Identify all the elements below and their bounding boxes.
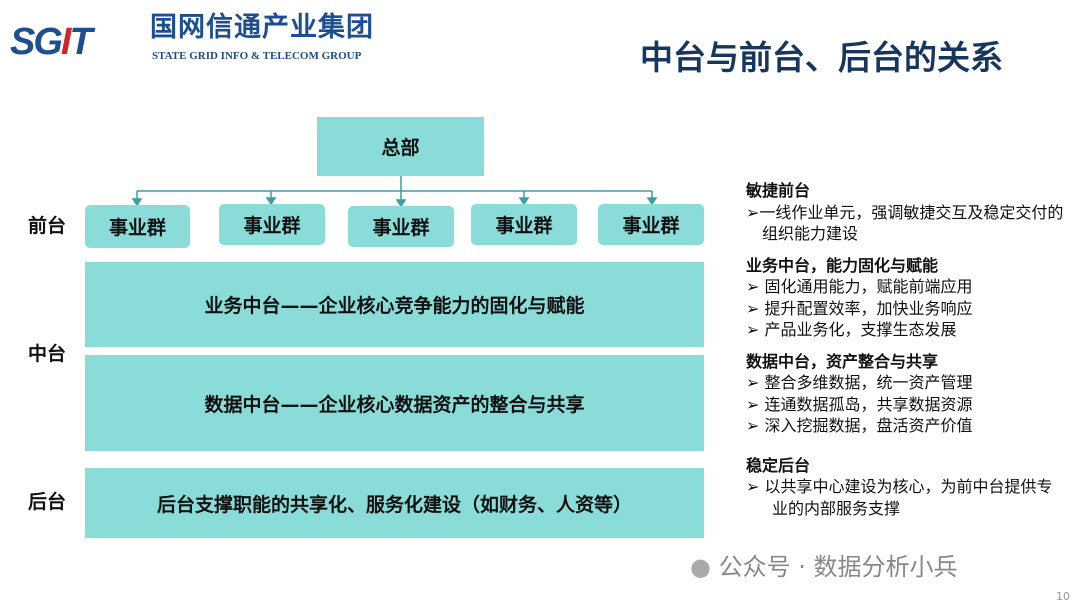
- logo-en: STATE GRID INFO & TELECOM GROUP: [152, 50, 362, 62]
- note-business: 业务中台，能力固化与赋能 ➢ 固化通用能力，赋能前端应用 ➢ 提升配置效率，加快…: [746, 255, 1066, 341]
- wechat-icon: ●: [690, 553, 711, 581]
- note-back: 稳定后台 ➢ 以共享中心建设为核心，为前中台提供专业的内部服务支撑: [746, 455, 1066, 520]
- watermark: ● 公众号 · 数据分析小兵: [690, 552, 957, 582]
- unit-box: 事业群: [348, 206, 454, 247]
- note-heading: 业务中台，能力固化与赋能: [746, 255, 939, 275]
- note-item: ➢ 产品业务化，支撑生态发展: [746, 320, 957, 339]
- back-office-box: 后台支撑职能的共享化、服务化建设（如财务、人资等）: [85, 468, 704, 538]
- slide-title: 中台与前台、后台的关系: [640, 38, 1003, 77]
- business-middle-box: 业务中台——企业核心竞争能力的固化与赋能: [85, 262, 704, 347]
- note-item: ➢ 以共享中心建设为核心，为前中台提供专业的内部服务支撑: [746, 477, 1053, 518]
- note-item: ➢ 整合多维数据，统一资产管理: [746, 373, 973, 392]
- back-label: 后台: [28, 491, 67, 513]
- unit-box: 事业群: [471, 204, 577, 245]
- logo-cn: 国网信通产业集团: [150, 12, 374, 43]
- data-middle-box: 数据中台——企业核心数据资产的整合与共享: [85, 355, 704, 451]
- note-item: ➢ 深入挖掘数据，盘活资产价值: [746, 416, 973, 435]
- front-label: 前台: [28, 215, 67, 237]
- note-item: ➢ 固化通用能力，赋能前端应用: [746, 277, 973, 296]
- note-item: ➢ 提升配置效率，加快业务响应: [746, 298, 973, 318]
- hq-box: 总部: [317, 117, 484, 176]
- note-heading: 稳定后台: [746, 455, 811, 475]
- note-item: ➢ 连通数据孤岛，共享数据资源: [746, 394, 973, 414]
- watermark-text: 公众号 · 数据分析小兵: [718, 553, 958, 581]
- unit-box: 事业群: [598, 204, 704, 245]
- connector-lines: [131, 176, 658, 208]
- note-data: 数据中台，资产整合与共享 ➢ 整合多维数据，统一资产管理 ➢ 连通数据孤岛，共享…: [746, 351, 1066, 437]
- notes-panel: 敏捷前台 ➢一线作业单元，强调敏捷交互及稳定交付的组织能力建设 业务中台，能力固…: [746, 180, 1066, 529]
- unit-box: 事业群: [85, 205, 190, 248]
- middle-label: 中台: [28, 343, 67, 365]
- note-heading: 敏捷前台: [746, 181, 811, 200]
- note-heading: 数据中台，资产整合与共享: [746, 351, 939, 371]
- note-front: 敏捷前台 ➢一线作业单元，强调敏捷交互及稳定交付的组织能力建设: [746, 180, 1066, 245]
- note-item: ➢一线作业单元，强调敏捷交互及稳定交付的组织能力建设: [746, 202, 1064, 244]
- logo-mark: SGIT: [10, 21, 93, 63]
- page-number: 10: [1056, 590, 1070, 603]
- unit-box: 事业群: [219, 204, 325, 245]
